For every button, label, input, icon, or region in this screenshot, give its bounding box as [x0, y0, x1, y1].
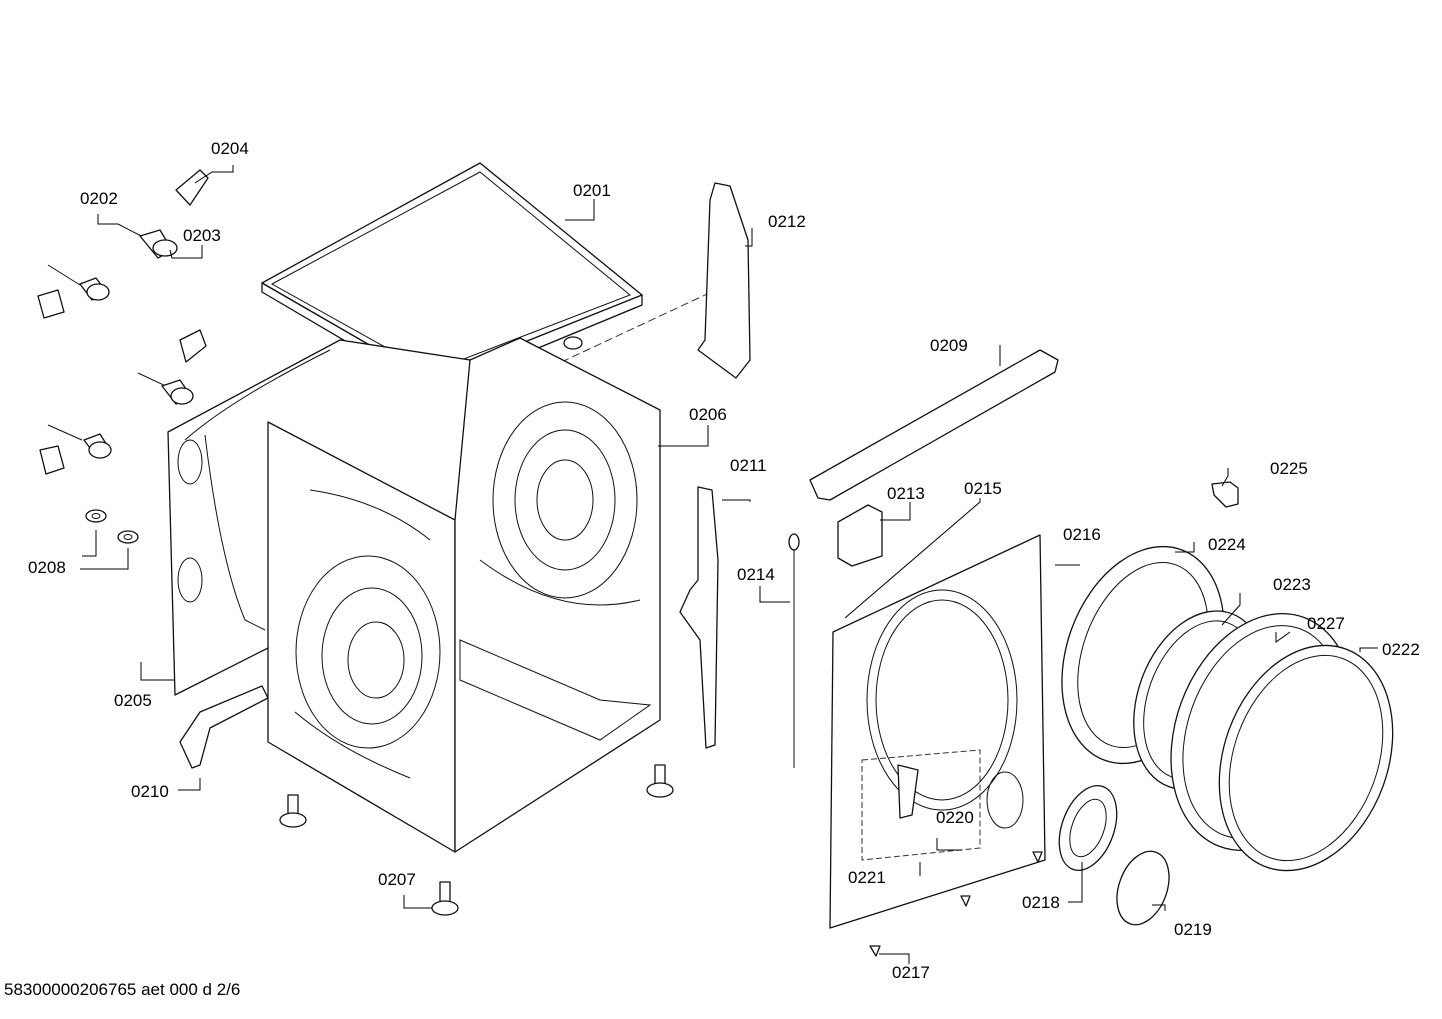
drawing-reference-number: 58300000206765 aet 000 d 2/6 — [4, 980, 241, 999]
door-lock — [1058, 785, 1118, 871]
label-0223: 0223 — [1273, 575, 1311, 594]
washers — [85, 509, 139, 544]
label-0227: 0227 — [1307, 614, 1345, 633]
label-0222: 0222 — [1382, 640, 1420, 659]
label-0212: 0212 — [768, 212, 806, 231]
foot-right — [646, 764, 674, 798]
cross-member — [809, 349, 1059, 501]
screws — [869, 851, 1043, 957]
label-0207: 0207 — [378, 870, 416, 889]
ring-0222 — [1218, 644, 1394, 872]
door-rings — [1061, 545, 1394, 872]
label-0213: 0213 — [887, 484, 925, 503]
label-0217: 0217 — [892, 963, 930, 982]
part-labels: 0201 0202 0203 0204 0205 0206 0207 0208 … — [28, 139, 1420, 982]
rod — [788, 533, 800, 768]
cabinet-side — [267, 421, 456, 853]
label-0224: 0224 — [1208, 535, 1246, 554]
label-0225: 0225 — [1270, 459, 1308, 478]
label-0220: 0220 — [936, 808, 974, 827]
grommet-top — [563, 336, 583, 350]
hinge-parts-group — [37, 169, 209, 475]
label-0211: 0211 — [730, 456, 767, 475]
label-0203: 0203 — [183, 226, 221, 245]
detail-box — [861, 749, 981, 861]
control-module — [837, 504, 883, 567]
label-0221: 0221 — [848, 868, 886, 887]
leader-lines — [80, 165, 1378, 964]
label-0202: 0202 — [80, 189, 118, 208]
label-0208: 0208 — [28, 558, 66, 577]
side-vertical-bracket — [679, 486, 719, 749]
label-0209: 0209 — [930, 336, 968, 355]
cabinet-rear — [454, 337, 661, 853]
label-0201: 0201 — [573, 181, 611, 200]
label-0205: 0205 — [114, 691, 152, 710]
round-cover — [1116, 850, 1170, 926]
label-0206: 0206 — [689, 405, 727, 424]
front-panel — [829, 534, 1046, 929]
label-0204: 0204 — [211, 139, 249, 158]
label-0216: 0216 — [1063, 525, 1101, 544]
label-0214: 0214 — [737, 565, 775, 584]
bottom-bracket — [179, 685, 269, 769]
small-clip — [1211, 481, 1239, 508]
label-0215: 0215 — [964, 479, 1002, 498]
label-0219: 0219 — [1174, 920, 1212, 939]
foot-left — [279, 794, 307, 828]
rear-vertical-bracket — [697, 182, 751, 379]
label-0218: 0218 — [1022, 893, 1060, 912]
foot-front — [431, 881, 459, 916]
label-0210: 0210 — [131, 782, 169, 801]
